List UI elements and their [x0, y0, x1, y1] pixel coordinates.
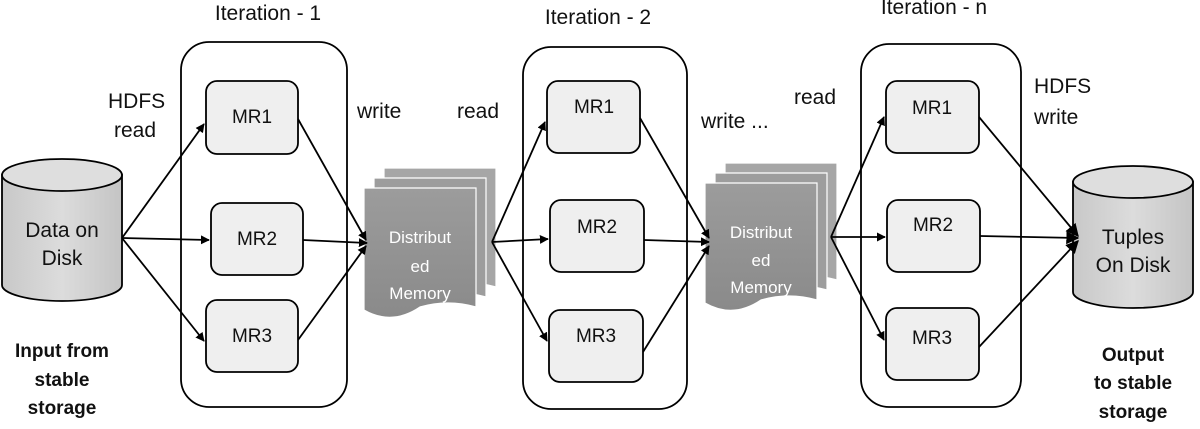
source-label-line-2: Disk [42, 247, 83, 270]
arrow-mr1-to-memory-1 [297, 118, 367, 241]
source-disk-cylinder: Data on Disk [1, 158, 123, 302]
arrow-mr1-to-memory-2 [639, 117, 710, 239]
sink-caption-line-3: storage [1099, 402, 1168, 423]
memory-label-line-1: Distribut [389, 228, 452, 247]
iteration-n-frame [860, 43, 1022, 408]
node-label: MR1 [574, 97, 614, 118]
source-caption-line-2: stable [35, 370, 90, 391]
iteration-1-frame [180, 41, 348, 408]
iteration-n-node-mr2: MR2 [886, 199, 981, 273]
edge-label-hdfs-read-line-1: HDFS [108, 90, 165, 113]
arrow-mr2-to-memory-1 [302, 238, 368, 248]
iteration-2-node-mr2: MR2 [549, 199, 645, 273]
sink-label-line-2: On Disk [1096, 254, 1171, 277]
node-label: MR2 [913, 215, 953, 236]
iteration-2-frame [522, 46, 688, 410]
memory-label-line-2: ed [752, 251, 771, 270]
edge-label-hdfs-write-line-1: HDFS [1034, 75, 1091, 98]
distributed-memory-2: Distribut ed Memory [704, 162, 838, 311]
arrow-mr2-to-memory-2 [643, 237, 710, 247]
node-label: MR3 [576, 326, 616, 347]
iteration-2-title: Iteration - 2 [545, 6, 651, 29]
sink-caption-line-2: to stable [1094, 373, 1172, 394]
iteration-n-node-mr3: MR3 [885, 307, 980, 381]
iteration-1-title: Iteration - 1 [215, 2, 321, 25]
arrow-memory-2-to-mr1 [830, 116, 885, 238]
arrow-mr3-to-sink [978, 240, 1079, 348]
iteration-1-node-mr3: MR3 [205, 299, 299, 373]
iteration-2-node-mr3: MR3 [548, 309, 644, 383]
arrow-source-to-mr3 [121, 237, 205, 342]
node-label: MR2 [577, 217, 617, 238]
arrow-memory-1-to-mr2 [491, 234, 549, 244]
edge-label-read-n: read [794, 86, 836, 109]
arrow-source-to-mr1 [121, 123, 205, 239]
memory-label-line-2: ed [411, 257, 430, 276]
source-label-line-1: Data on [25, 219, 99, 242]
sink-label-line-1: Tuples [1102, 226, 1164, 249]
sink-disk-cylinder: Tuples On Disk [1072, 165, 1194, 309]
node-label: MR3 [232, 326, 272, 347]
memory-label-line-3: Memory [389, 284, 451, 303]
arrow-memory-2-to-mr3 [830, 236, 885, 341]
source-caption-line-1: Input from [15, 341, 109, 362]
distributed-memory-1: Distribut ed Memory [363, 167, 497, 318]
source-caption-line-3: storage [28, 398, 97, 419]
edge-label-read-2: read [457, 100, 499, 123]
arrow-mr1-to-sink [978, 116, 1079, 237]
arrow-memory-1-to-mr1 [491, 121, 546, 243]
arrow-mr2-to-sink [979, 231, 1080, 245]
arrow-mr3-to-memory-1 [297, 245, 367, 341]
iteration-n-title: Iteration - n [881, 0, 987, 19]
iteration-1-node-mr2: MR2 [210, 202, 304, 276]
node-label: MR1 [232, 107, 272, 128]
iteration-2-node-mr1: MR1 [546, 80, 641, 154]
edge-label-hdfs-write-line-2: write [1033, 106, 1078, 129]
edge-label-hdfs-read-line-2: read [114, 119, 156, 142]
memory-label-line-3: Memory [730, 278, 792, 297]
arrow-source-to-mr2 [121, 235, 210, 245]
iteration-n-node-mr1: MR1 [885, 80, 980, 154]
arrow-mr3-to-memory-2 [642, 245, 710, 353]
sink-caption-line-1: Output [1102, 345, 1165, 366]
node-label: MR3 [912, 328, 952, 349]
node-label: MR2 [237, 229, 277, 250]
edge-label-write-2: write ... [700, 110, 769, 133]
iteration-1-node-mr1: MR1 [205, 80, 299, 155]
memory-label-line-1: Distribut [730, 223, 793, 242]
node-label: MR1 [912, 98, 952, 119]
arrow-memory-1-to-mr3 [491, 241, 548, 342]
edge-label-write-1: write [356, 100, 401, 123]
